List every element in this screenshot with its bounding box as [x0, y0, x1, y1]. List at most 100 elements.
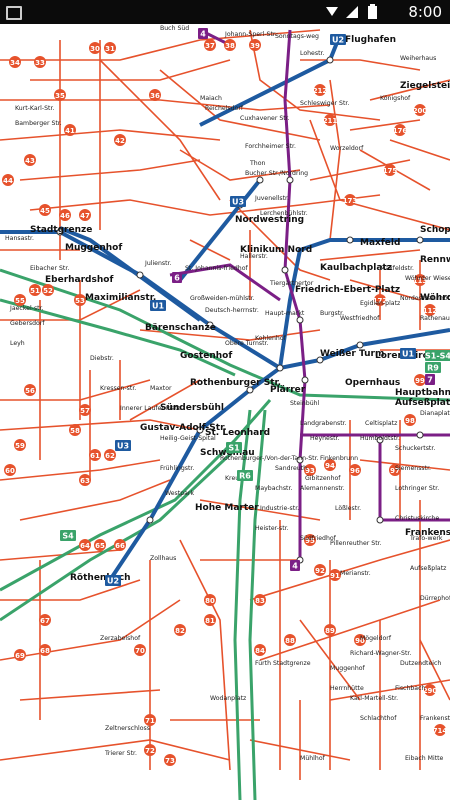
bus-number-badge: 81 [204, 614, 216, 626]
station-marker-2 [206, 321, 214, 329]
bus-number-badge: 173 [343, 194, 357, 206]
bus-number-badge: 35 [54, 89, 66, 101]
bus-route-27 [0, 419, 201, 431]
station-label: Steinbühl [290, 400, 320, 407]
svg-text:81: 81 [205, 617, 215, 625]
major-station-label: Rothenburger Str. [190, 378, 281, 388]
bus-number-badge: 46 [59, 209, 71, 221]
bus-number-badge: 42 [114, 134, 126, 146]
tram-line-tram8 [378, 440, 450, 522]
svg-text:6: 6 [174, 274, 180, 283]
station-label: St. Johannis-friedhof [185, 265, 249, 272]
bus-number-badge: 90 [354, 634, 366, 646]
station-label: Mögeldorf [360, 635, 392, 642]
svg-text:U2: U2 [107, 577, 119, 586]
stops [56, 56, 424, 584]
station-label: Eibach Mitte [405, 755, 444, 762]
station-label: Hallerstr. [240, 253, 268, 260]
station-label: Thon [249, 160, 265, 167]
major-station-label: Bärenschanze [145, 323, 216, 333]
bus-number-badge: 47 [79, 209, 91, 221]
station-label: Lothringer Str. [395, 485, 439, 492]
svg-text:175: 175 [383, 167, 398, 175]
svg-text:38: 38 [225, 42, 235, 50]
svg-text:7: 7 [427, 376, 433, 385]
bus-route-14 [329, 79, 341, 241]
station-marker-20 [376, 516, 384, 524]
svg-text:93: 93 [305, 467, 315, 475]
station-label: Kurt-Karl-Str. [15, 105, 54, 112]
svg-text:34: 34 [10, 59, 20, 67]
station-label: Zeltnerschloss [105, 725, 150, 732]
svg-text:88: 88 [285, 637, 295, 645]
bus-number-badge: 71 [144, 714, 156, 726]
svg-text:S4: S4 [62, 532, 74, 541]
bus-route-32 [0, 549, 121, 561]
station-marker-1 [136, 271, 144, 279]
station-label: Gebersdorf [10, 320, 45, 327]
bus-number-badge: 67 [39, 614, 51, 626]
station-label: Königshof [380, 95, 411, 102]
station-label: Finkenbrunn [320, 455, 358, 462]
svg-text:92: 92 [315, 567, 325, 575]
svg-text:71: 71 [145, 717, 155, 725]
svg-text:62: 62 [105, 452, 115, 460]
bus-route-44 [329, 679, 450, 701]
bus-number-badge: 73 [164, 754, 176, 766]
bus-number-badge: 60 [4, 464, 16, 476]
bus-number-badge: 98 [404, 414, 416, 426]
svg-text:89: 89 [325, 627, 335, 635]
bus-number-badge: 56 [24, 384, 36, 396]
bus-route-9 [99, 59, 221, 201]
svg-text:714: 714 [433, 727, 448, 735]
bus-number-badge: 52 [42, 284, 54, 296]
bus-route-41 [249, 539, 450, 601]
tram4-badge-north: 4 [198, 28, 208, 39]
major-station-label: Schoppershof [420, 225, 450, 235]
station-marker-13 [301, 376, 309, 384]
station-label: Lößlestr. [335, 505, 361, 512]
station-label: Tiergärtnertor [269, 280, 314, 287]
svg-text:41: 41 [65, 127, 75, 135]
station-label: Industrie-str. [260, 505, 299, 512]
station-label: Fürth Stadtgrenze [255, 660, 311, 667]
bus-number-badge: 714 [433, 724, 448, 736]
bus-number-badge: 68 [39, 644, 51, 656]
svg-text:R6: R6 [239, 472, 251, 481]
major-station-label: Muggenhof [65, 243, 122, 253]
svg-text:72: 72 [145, 747, 155, 755]
station-label: Obere Turnstr. [225, 340, 269, 347]
major-station-label: Stadtgrenze [30, 225, 92, 235]
svg-text:97: 97 [390, 467, 400, 475]
bus-number-badge: 89 [324, 624, 336, 636]
station-label: Alemannenstr. [300, 485, 345, 492]
station-label: Lerchenbühlstr. [260, 210, 308, 217]
station-label: Großweiden-mühlstr. [190, 295, 255, 302]
station-label: Muggenhof [330, 665, 366, 672]
svg-text:212: 212 [313, 87, 328, 95]
bus-route-10 [179, 149, 301, 181]
bus-route-21 [319, 249, 421, 261]
bus-number-badge: 55 [14, 294, 26, 306]
svg-text:113: 113 [413, 277, 428, 285]
bus-route-63 [419, 639, 450, 701]
svg-text:42: 42 [115, 137, 125, 145]
station-marker-23 [416, 236, 424, 244]
station-label: Leyh [10, 340, 25, 347]
svg-text:90: 90 [355, 637, 365, 645]
station-label: Pillenreuther Str. [330, 540, 382, 547]
bus-routes [0, 29, 450, 780]
major-station-label: Eberhardshof [45, 275, 113, 285]
station-label: Zerzabelshof [100, 635, 141, 642]
svg-text:56: 56 [25, 387, 35, 395]
station-label: Heister-str. [255, 525, 289, 532]
bus-number-badge: 72 [144, 744, 156, 756]
bus-number-badge: 62 [104, 449, 116, 461]
sbahn-line-r6 [233, 409, 252, 801]
bus-number-badge: 97 [389, 464, 401, 476]
bus-number-badge: 45 [39, 204, 51, 216]
bus-number-badge: 69 [14, 649, 26, 661]
